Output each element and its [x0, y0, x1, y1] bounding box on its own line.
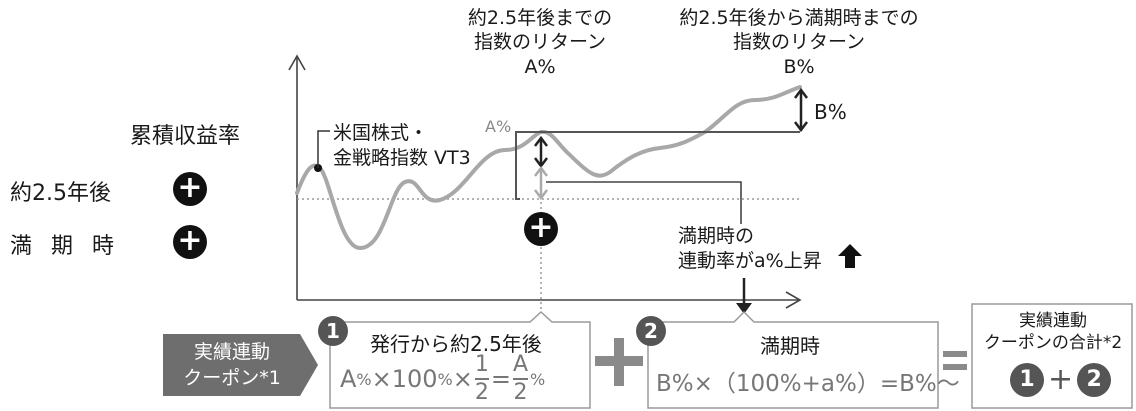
b-double-arrow: [794, 87, 808, 133]
box2-frame: [647, 310, 939, 409]
plus-circle-icon: +: [173, 225, 207, 259]
chart-axes: [288, 54, 802, 309]
b-pct-label: B%: [814, 100, 847, 124]
index-leader-line: [317, 130, 330, 168]
a-small-double-arrow: [534, 165, 548, 201]
big-equals-sign: [943, 351, 967, 370]
rise-connector: [546, 181, 742, 224]
plus-circle-icon: +: [524, 212, 558, 246]
cumulative-return-label: 累積収益率: [130, 124, 241, 149]
plus-circle-icon: +: [173, 172, 207, 206]
badge-2: 2: [636, 316, 666, 346]
badge-2: 2: [1077, 362, 1112, 397]
box1-frame: [329, 310, 591, 409]
up-bold-arrow: [838, 244, 862, 268]
down-arrow-to-box2: [736, 278, 752, 314]
a-double-arrow: [534, 135, 548, 169]
badge-1: 1: [1010, 362, 1044, 397]
plus-glyph: +: [1048, 362, 1074, 397]
top-note-b: 約2.5年後から満期時までの 指数のリターン B%: [679, 7, 919, 78]
index-name-label: 米国株式・ 金戦略指数 VT3: [333, 122, 471, 169]
a-pct-bracket: [515, 131, 800, 200]
maturity-label: 満 期 時: [10, 234, 120, 259]
top-note-a: 約2.5年後までの 指数のリターン A%: [467, 7, 613, 78]
box3-title: 実績連動 クーポンの合計*2: [983, 311, 1123, 354]
a-pct-label: A%: [485, 117, 512, 136]
coupon-tag-label: 実績連動 クーポン*1: [183, 341, 281, 389]
big-plus-sign: [595, 338, 643, 386]
rise-note: 満期時の 連動率がa%上昇: [678, 225, 822, 272]
box1-title: 発行から約2.5年後: [370, 332, 542, 356]
box2-formula: B%×（100%+a%）=B%～: [656, 371, 960, 397]
after-2-5y-label: 約2.5年後: [10, 181, 111, 206]
coupon-tag-shape: [163, 334, 318, 396]
box3-sum: 1 + 2: [1010, 362, 1112, 397]
badge-1: 1: [318, 316, 348, 346]
box2-title: 満期時: [760, 334, 820, 358]
